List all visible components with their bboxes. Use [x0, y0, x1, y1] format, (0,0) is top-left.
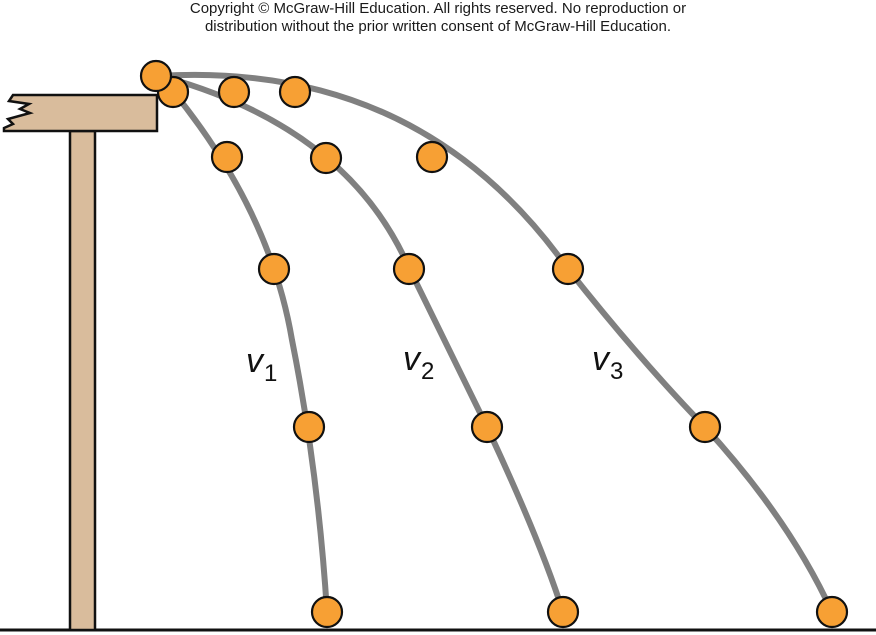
- ball: [470, 410, 504, 444]
- label-v3-symbol: v: [592, 340, 611, 378]
- label-v3: v3: [592, 340, 623, 385]
- ball: [217, 75, 251, 109]
- label-v2-subscript: 2: [421, 358, 434, 385]
- ball: [551, 252, 585, 286]
- table-leg: [68, 129, 97, 632]
- copyright-line-2: distribution without the prior written c…: [204, 18, 672, 35]
- trajectory-v3: [155, 71, 835, 615]
- copyright-notice: Copyright © McGraw-Hill Education. All r…: [0, 0, 876, 36]
- ball: [546, 595, 580, 629]
- balls-v1: [156, 75, 344, 629]
- ball: [815, 595, 849, 629]
- ball: [210, 140, 244, 174]
- ball: [392, 252, 426, 286]
- label-v1: v1: [246, 342, 277, 387]
- ball: [278, 75, 312, 109]
- balls-v3: [139, 59, 849, 629]
- ball: [415, 140, 449, 174]
- trajectory-v2: [165, 75, 566, 615]
- ball: [257, 252, 291, 286]
- balls-v2: [217, 75, 580, 629]
- ball: [688, 410, 722, 444]
- copyright-line-1: Copyright © McGraw-Hill Education. All r…: [189, 0, 687, 17]
- label-v1-symbol: v: [246, 342, 265, 380]
- ball: [292, 410, 326, 444]
- label-v2-symbol: v: [403, 340, 422, 378]
- table-top: [2, 93, 159, 133]
- ball: [309, 141, 343, 175]
- ball: [310, 595, 344, 629]
- ball: [139, 59, 173, 93]
- label-v3-subscript: 3: [610, 358, 623, 385]
- label-v1-subscript: 1: [264, 360, 277, 387]
- label-v2: v2: [403, 340, 434, 385]
